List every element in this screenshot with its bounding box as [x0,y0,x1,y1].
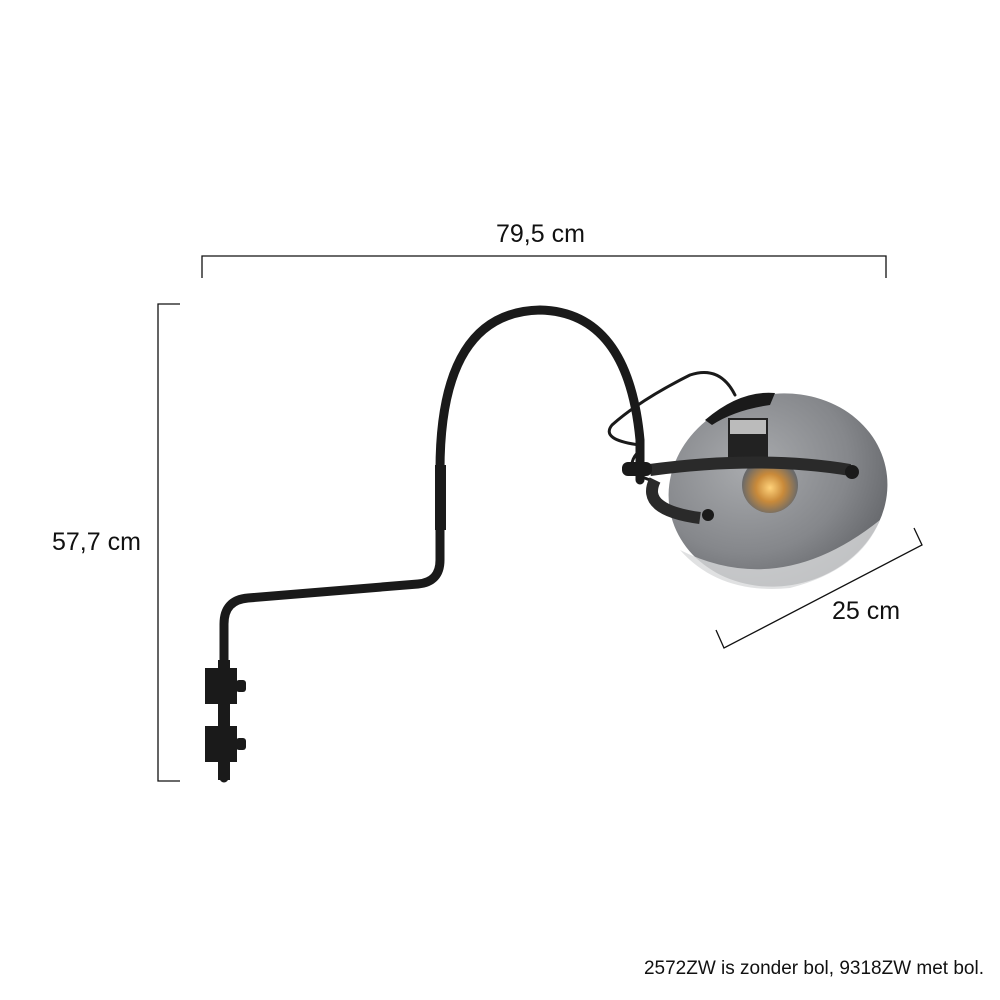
depth-dimension-line [715,527,923,649]
height-dimension-line [157,303,180,782]
width-dimension-line [201,255,887,278]
wall-bracket [205,660,246,780]
shade-diameter-label: 25 cm [832,597,901,625]
model-note: 2572ZW is zonder bol, 9318ZW met bol. [643,958,984,979]
bulb-icon [742,457,798,513]
width-label: 79,5 cm [496,220,585,248]
glass-shade [622,392,888,589]
height-label: 57,7 cm [52,528,141,556]
lamp-arm [219,305,737,783]
